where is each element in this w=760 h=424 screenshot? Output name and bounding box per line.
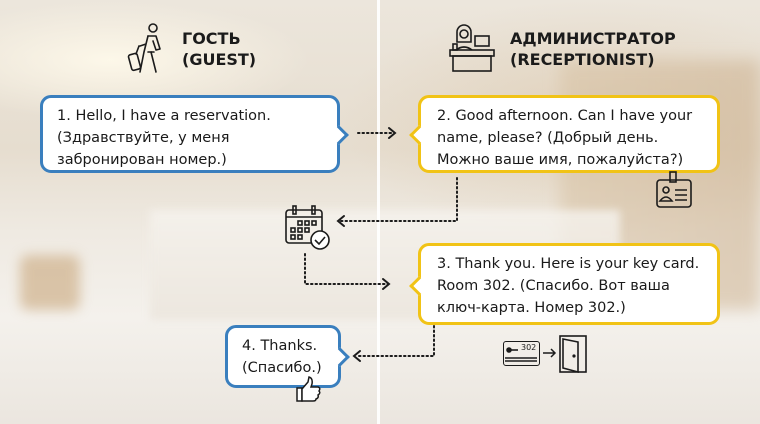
- arrow-right-icon: [543, 348, 557, 358]
- receptionist-title-en: (RECEPTIONIST): [510, 50, 655, 69]
- guest-title-en: (GUEST): [182, 50, 257, 69]
- bubble-1-line-1: 1. Hello, I have a reservation.: [57, 108, 271, 124]
- bubble-3-line-2: Room 302. (Спасибо. Вот ваша: [437, 278, 670, 294]
- bubble-2-line-1: 2. Good afternoon. Can I have your: [437, 108, 693, 124]
- arrowheads: [336, 127, 397, 362]
- receptionist-title-ru: АДМИНИСТРАТОР: [510, 29, 676, 48]
- receptionist-bubble-3: 3. Thank you. Here is your key card. Roo…: [409, 243, 720, 325]
- guest-title: ГОСТЬ (GUEST): [182, 28, 256, 70]
- receptionist-bubble-2: 2. Good afternoon. Can I have your name,…: [409, 95, 720, 173]
- bubble-3-line-1: 3. Thank you. Here is your key card.: [437, 256, 700, 272]
- bubble-4-line-2: (Спасибо.): [242, 360, 322, 376]
- calendar-check-icon: [285, 205, 330, 250]
- connector-calendar-3: [304, 253, 389, 285]
- center-divider: [377, 0, 380, 424]
- guest-title-ru: ГОСТЬ: [182, 29, 241, 48]
- bubble-3-line-3: ключ-карта. Номер 302.): [437, 300, 626, 316]
- key-card-room-number: 302: [521, 343, 537, 352]
- connector-2-calendar: [339, 177, 458, 222]
- bubble-2-line-2: name, please? (Добрый день.: [437, 130, 659, 146]
- bubble-2-line-3: Можно ваше имя, пожалуйста?): [437, 152, 684, 168]
- door-icon: [559, 335, 587, 374]
- traveler-icon: [127, 23, 161, 73]
- bubble-1-line-2: (Здравствуйте, у меня: [57, 130, 230, 146]
- key-card-icon: 302: [503, 341, 540, 366]
- bubble-4-line-1: 4. Thanks.: [242, 338, 318, 354]
- receptionist-title: АДМИНИСТРАТОР (RECEPTIONIST): [510, 28, 676, 70]
- bubble-1-line-3: забронирован номер.): [57, 152, 227, 168]
- receptionist-icon: [449, 24, 495, 72]
- id-badge-icon: [656, 171, 692, 208]
- background-chair: [20, 255, 80, 310]
- guest-bubble-1: 1. Hello, I have a reservation. (Здравст…: [40, 95, 349, 173]
- thumbs-up-icon: [296, 376, 321, 402]
- guest-bubble-4: 4. Thanks. (Спасибо.): [225, 325, 350, 388]
- connector-3-4: [355, 325, 435, 357]
